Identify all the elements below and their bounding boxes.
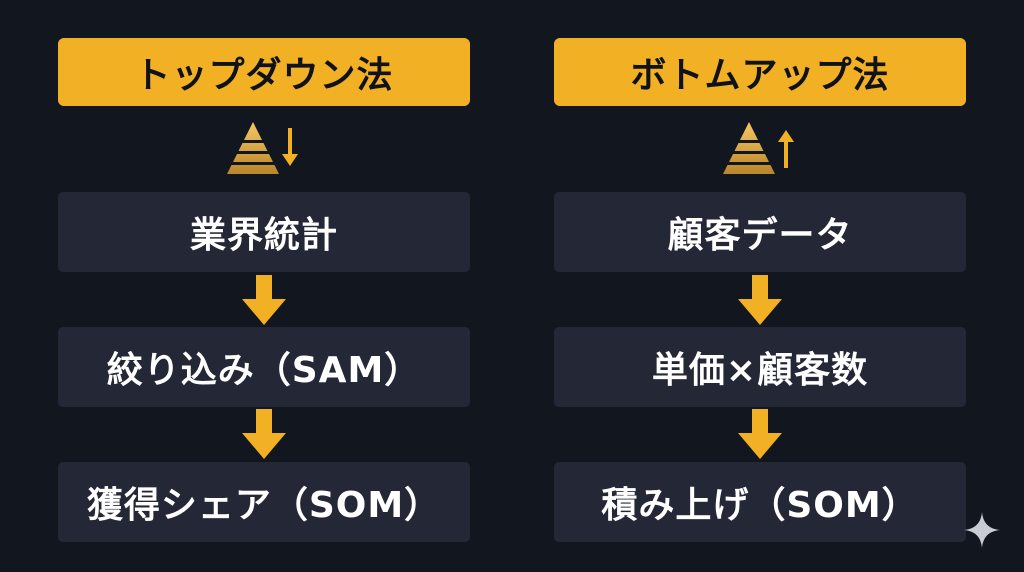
pyramid-down-arrow-icon [219, 118, 309, 180]
top-down-column: トップダウン法 業界統計 [58, 38, 470, 548]
step-box: 絞り込み（SAM） [58, 327, 470, 407]
down-arrow-icon [242, 275, 286, 327]
top-down-header: トップダウン法 [58, 38, 470, 106]
step-box: 顧客データ [554, 192, 966, 272]
sparkle-icon [962, 510, 1002, 550]
step-box: 積み上げ（SOM） [554, 462, 966, 542]
step-box: 単価×顧客数 [554, 327, 966, 407]
down-arrow-icon [738, 409, 782, 461]
down-arrow-icon [242, 409, 286, 461]
bottom-up-header: ボトムアップ法 [554, 38, 966, 106]
step-box: 業界統計 [58, 192, 470, 272]
pyramid-up-arrow-icon [715, 118, 805, 180]
step-box: 獲得シェア（SOM） [58, 462, 470, 542]
bottom-up-column: ボトムアップ法 顧客データ [554, 38, 966, 548]
down-arrow-icon [738, 275, 782, 327]
